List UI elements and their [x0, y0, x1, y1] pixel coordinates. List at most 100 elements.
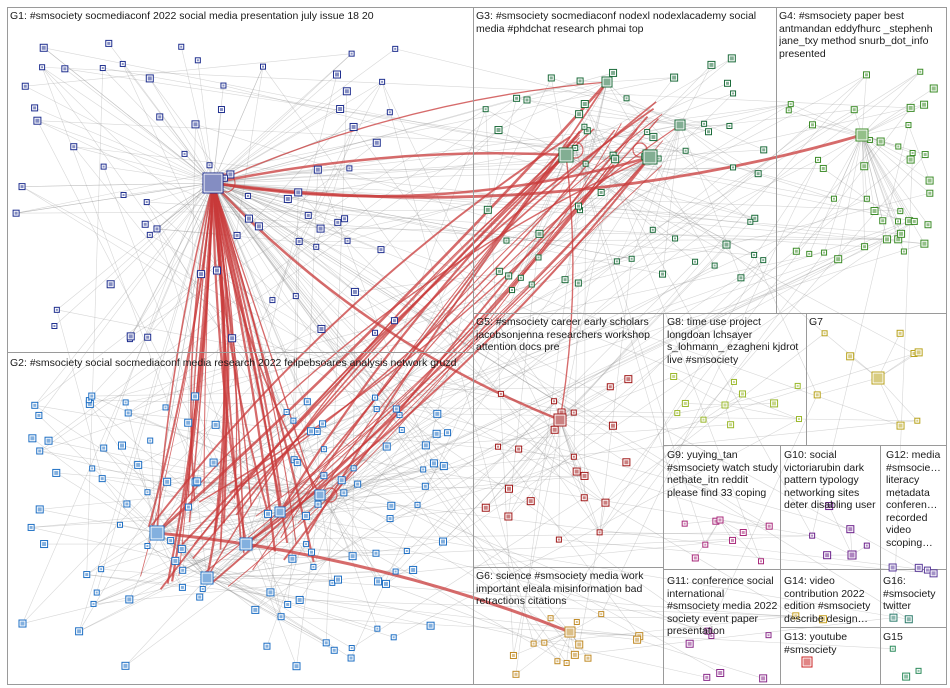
node-avatar [731, 538, 735, 542]
node-avatar [898, 331, 902, 335]
node-avatar [54, 470, 59, 475]
node-avatar [100, 568, 103, 571]
node-avatar [100, 477, 104, 481]
node-avatar [321, 422, 325, 426]
edge [385, 401, 555, 585]
edge [38, 182, 214, 416]
node-avatar [179, 546, 184, 551]
node-avatar [863, 245, 867, 249]
edge [724, 403, 775, 406]
node-avatar [825, 553, 830, 558]
edge [255, 259, 764, 611]
edge [573, 283, 579, 457]
edge [679, 124, 734, 168]
edge [740, 159, 819, 278]
node-avatar [497, 269, 501, 273]
node-avatar [388, 517, 392, 521]
node-avatar [572, 652, 577, 657]
edge [213, 462, 567, 664]
edge [861, 134, 929, 225]
edge [559, 419, 585, 477]
node-avatar [316, 502, 320, 506]
hub-edge [283, 115, 649, 561]
edge [34, 107, 214, 184]
hub-edge [212, 182, 314, 489]
node-avatar [381, 80, 384, 83]
hub-edge [212, 182, 297, 544]
edge [347, 103, 791, 242]
edge [122, 63, 214, 184]
node-avatar [41, 45, 46, 50]
node-avatar [346, 239, 349, 242]
node-avatar [762, 259, 765, 262]
edge [584, 103, 616, 160]
node-avatar [723, 403, 727, 407]
edge [43, 47, 915, 222]
node-avatar [630, 257, 633, 260]
edge [39, 284, 532, 452]
edge [299, 599, 796, 617]
edge [861, 107, 911, 136]
edge [170, 532, 744, 541]
edge [212, 182, 395, 321]
node-avatar [566, 628, 574, 636]
hub-edge [211, 182, 277, 552]
edge [583, 163, 586, 498]
hub-edge [212, 152, 567, 185]
edge [206, 577, 288, 605]
edge [212, 91, 348, 184]
edge [212, 182, 379, 582]
node-avatar [789, 103, 792, 106]
edge [599, 154, 926, 533]
edge [425, 424, 731, 446]
edge [299, 104, 925, 242]
edge [861, 134, 905, 252]
edge [558, 419, 561, 540]
node-avatar [208, 164, 211, 167]
edge [861, 134, 925, 244]
edge [206, 577, 300, 601]
node-avatar [373, 396, 376, 399]
group-box-g9 [663, 445, 781, 570]
node-avatar [186, 420, 191, 425]
edge [578, 124, 681, 284]
edge [212, 182, 309, 216]
edge [42, 66, 911, 109]
node-avatar [351, 124, 356, 129]
edge [584, 126, 901, 212]
node-avatar [180, 585, 184, 589]
hub-edge [319, 124, 681, 496]
node-avatar [441, 464, 446, 469]
edge [584, 103, 681, 126]
node-avatar [400, 428, 403, 431]
edge [817, 377, 879, 396]
node-avatar [306, 213, 310, 217]
edge [54, 182, 214, 327]
edge [212, 182, 444, 542]
edge [877, 377, 901, 426]
edge [146, 201, 865, 247]
edge [146, 201, 295, 460]
edge [126, 503, 208, 579]
node-avatar [85, 573, 89, 577]
edge [357, 483, 640, 637]
hub-edge [151, 136, 571, 526]
hub-edge [198, 118, 659, 503]
edge [861, 134, 899, 222]
edge [319, 433, 437, 496]
node-avatar [646, 131, 649, 134]
edge [91, 81, 383, 397]
edge [637, 639, 764, 679]
node-avatar [485, 207, 490, 212]
edge [212, 66, 264, 184]
edge [279, 463, 435, 513]
node-avatar [322, 474, 326, 478]
edge [103, 166, 297, 667]
edge [212, 182, 297, 297]
node-avatar [820, 617, 825, 622]
hub-edge [190, 182, 214, 502]
edge [147, 182, 214, 338]
edge [724, 381, 735, 406]
edge [861, 134, 915, 222]
edge [149, 234, 796, 617]
